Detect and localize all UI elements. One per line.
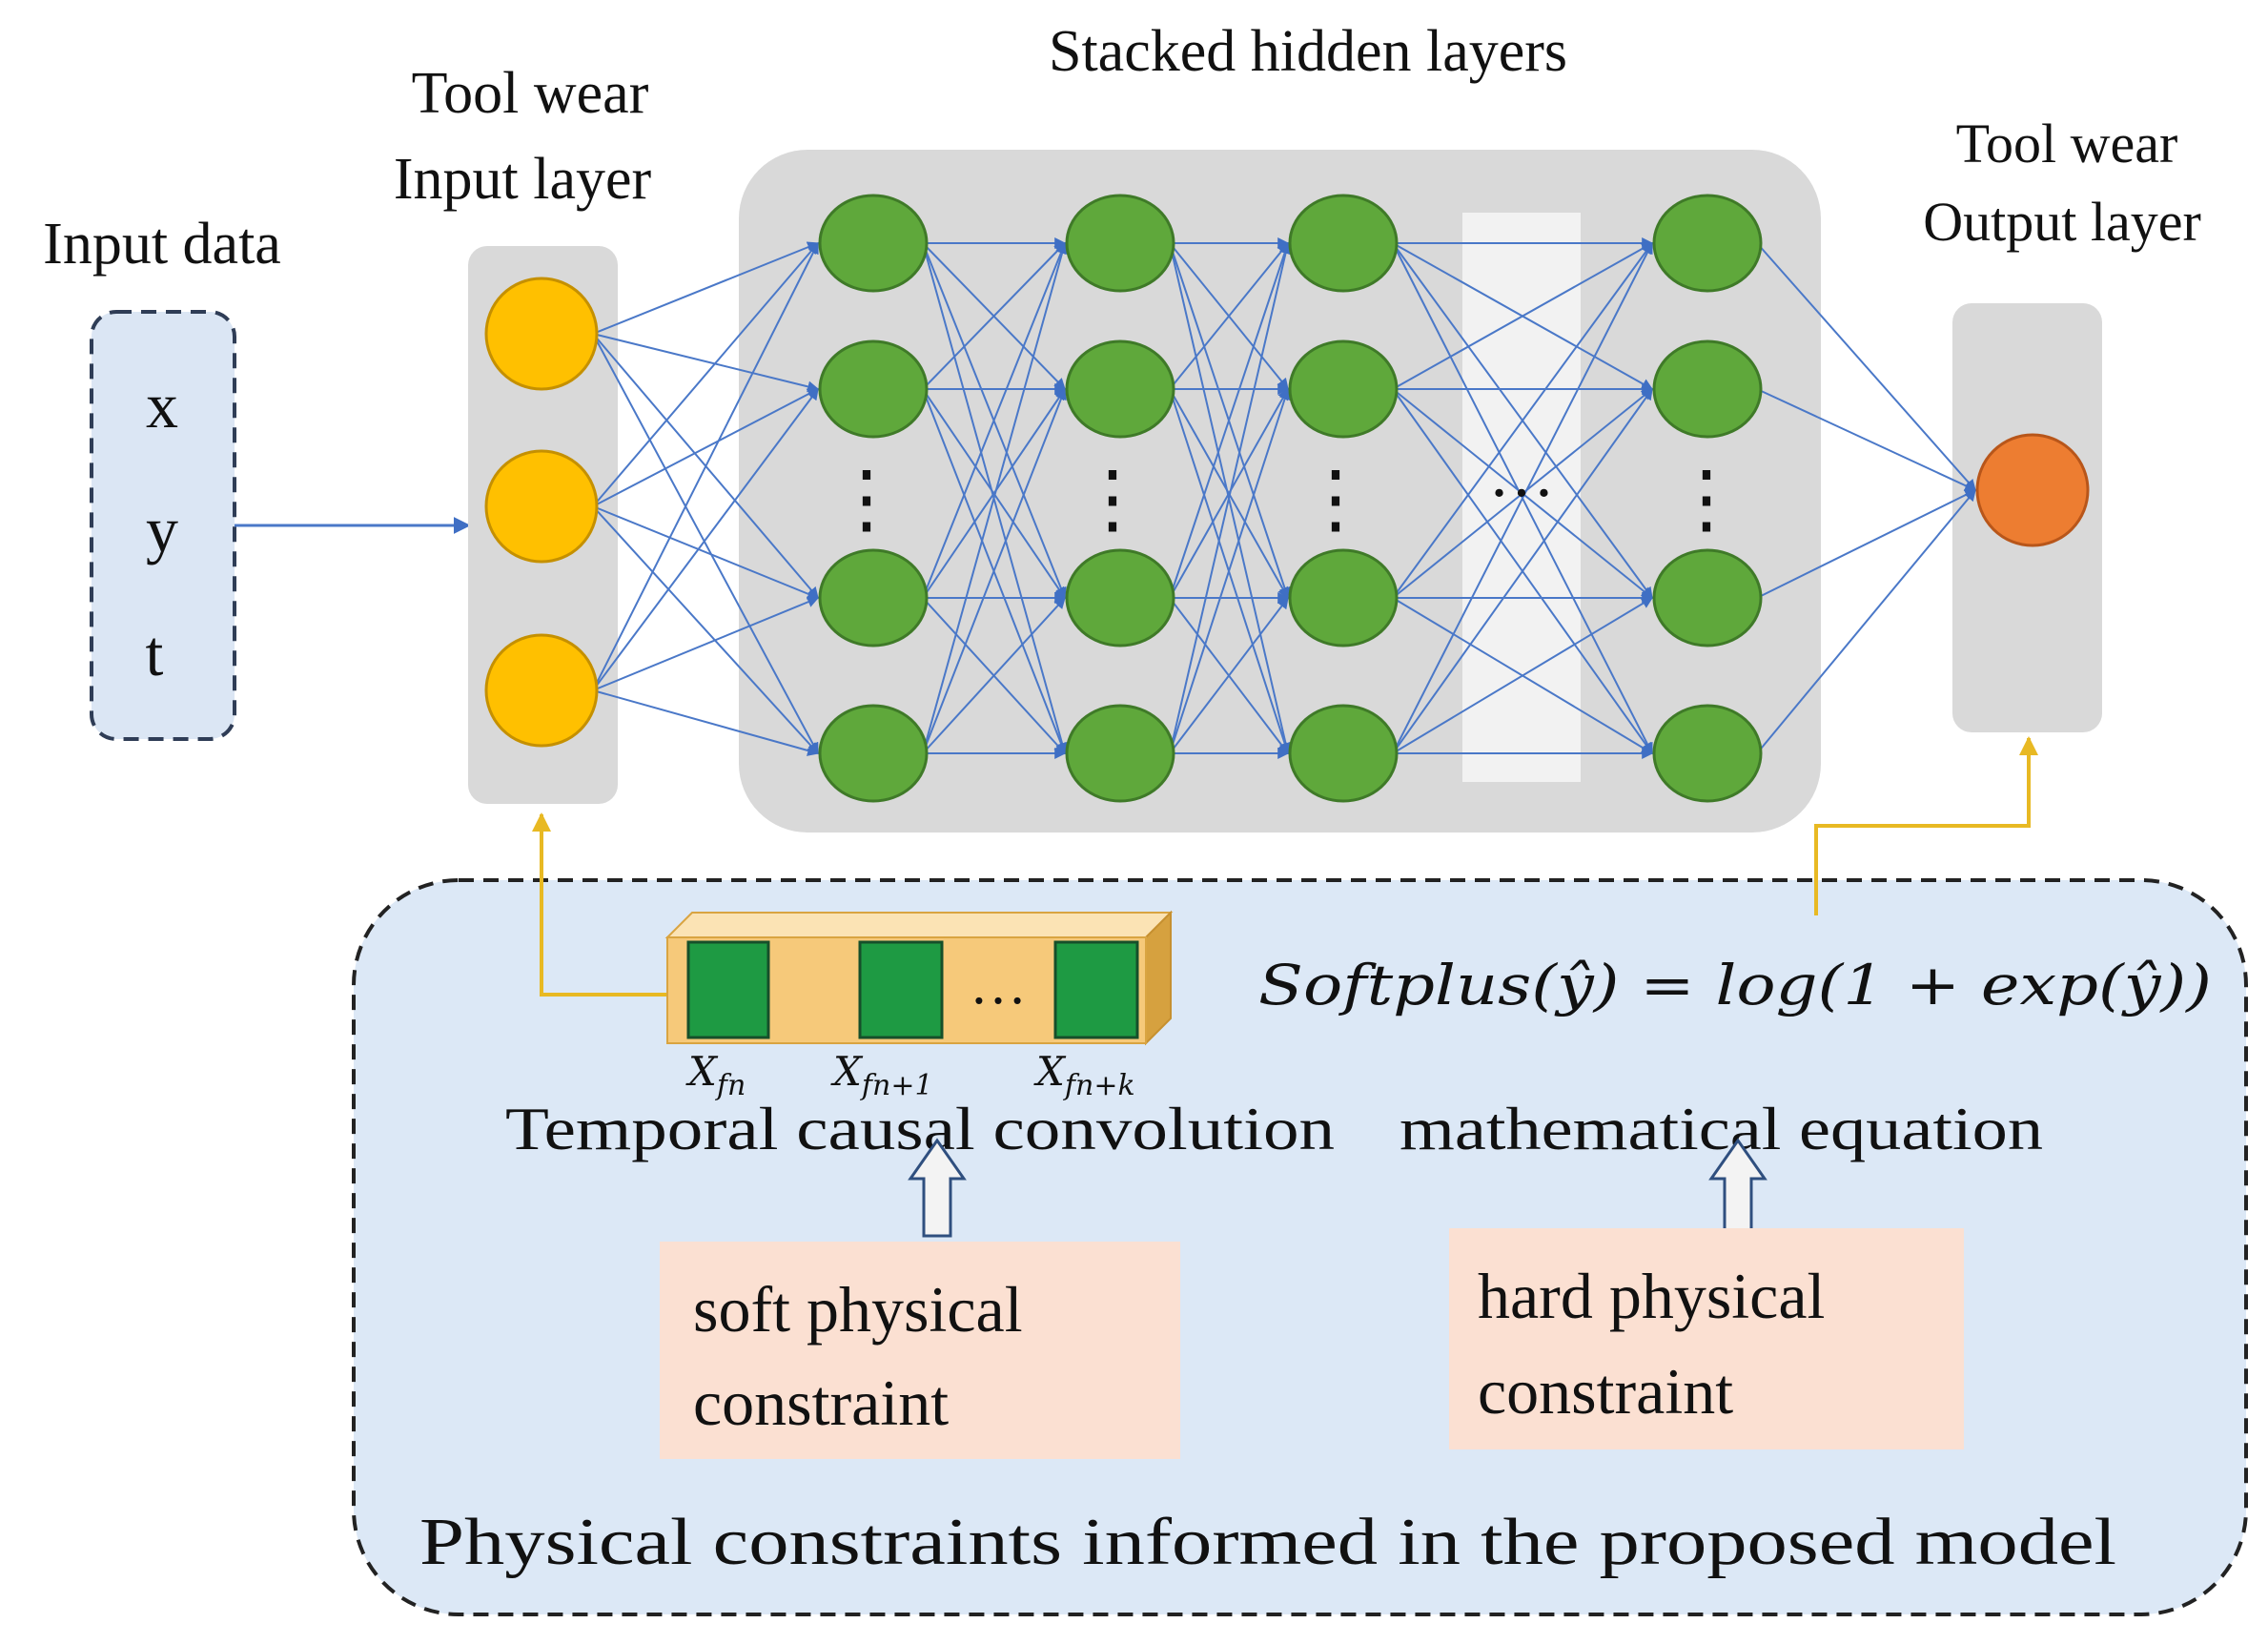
feature-label-2: Xfn+1 (830, 1048, 933, 1102)
connection-edge (1169, 387, 1291, 754)
temporal-conv-label: Temporal causal convolution (505, 1095, 1335, 1162)
input-layer-label-line1: Tool wear (412, 61, 649, 126)
input-data-box (90, 310, 236, 741)
connection-edge (1169, 387, 1289, 599)
hidden-node-layer-2 (1065, 704, 1175, 803)
constraints-panel-caption: Physical constraints informed in the pro… (419, 1506, 2116, 1579)
connection-edge (1392, 242, 1654, 390)
input-node (484, 449, 599, 564)
output-layer-label-line2: Output layer (1923, 191, 2201, 253)
connection-edge (922, 388, 1066, 599)
hidden-node-layer-4 (1652, 339, 1763, 439)
connection-edge (1392, 388, 1653, 754)
conv-feature-cell (858, 940, 944, 1039)
hidden-node-layer-2 (1065, 548, 1175, 647)
connection-edge (592, 241, 820, 335)
connection-edge (1756, 388, 1977, 491)
connection-edge (592, 505, 820, 600)
connection-edge (1392, 242, 1653, 599)
input-node (484, 277, 599, 391)
connection-edge (1169, 241, 1291, 599)
hidden-node-layer-4 (1652, 704, 1763, 803)
input-variable-y: y (146, 493, 178, 565)
hard-constraint-box (1449, 1228, 1964, 1449)
connection-edge (1756, 242, 1976, 491)
connection-edge (1169, 242, 1289, 390)
connection-edge (922, 597, 1066, 754)
hidden-layer-last-vdots: ⋮ (1668, 458, 1745, 542)
input-layer-label-line2: Input layer (394, 147, 652, 212)
input-variable-t: t (146, 617, 164, 689)
connection-edge (592, 596, 820, 691)
hidden-layers-title: Stacked hidden layers (1049, 19, 1567, 84)
soft-constraint-label-line2: constraint (693, 1367, 949, 1439)
connection-edge (592, 505, 819, 754)
conv-ellipsis: … (970, 953, 1027, 1016)
hidden-layer-1-vdots: ⋮ (828, 458, 905, 542)
feature-label-1: Xfn (685, 1048, 746, 1102)
hidden-node-layer-3 (1288, 704, 1399, 803)
hidden-node-layer-3 (1288, 194, 1399, 293)
hidden-node-layer-2 (1065, 194, 1175, 293)
hidden-node-layer-3 (1288, 339, 1399, 439)
hard-constraint-label-line1: hard physical (1478, 1260, 1825, 1332)
connection-edge (922, 241, 1068, 754)
connection-edge (922, 387, 1067, 754)
hidden-node-layer-1 (818, 548, 929, 647)
conv-feature-cell (1053, 940, 1139, 1039)
connection-edge (922, 242, 1066, 390)
hidden-node-layer-1 (818, 704, 929, 803)
connection-edge (1392, 388, 1653, 599)
softplus-equation: Softplus(ŷ) = log(1 + exp(ŷ)) (1258, 953, 2212, 1017)
connection-edge (1756, 489, 1976, 754)
connection-edge (592, 388, 819, 691)
connection-edge (592, 242, 819, 507)
hard-constraint-label-line2: constraint (1478, 1355, 1733, 1428)
connection-edge (592, 388, 820, 507)
conv-feature-cell (686, 940, 770, 1039)
input-data-label: Input data (43, 212, 281, 277)
equation-label: mathematical equation (1400, 1095, 2043, 1162)
hidden-node-layer-1 (818, 194, 929, 293)
connection-edge (1756, 489, 1977, 599)
hidden-node-layer-4 (1652, 548, 1763, 647)
hidden-layer-3-vdots: ⋮ (1297, 458, 1374, 542)
output-node (1975, 433, 2090, 547)
hidden-layers-ellipsis: … (1488, 438, 1555, 511)
conv-to-input-arrow (532, 812, 667, 997)
hidden-node-layer-2 (1065, 339, 1175, 439)
hidden-node-layer-3 (1288, 548, 1399, 647)
network-connections (592, 237, 1977, 759)
input-variable-x: x (146, 369, 178, 442)
input-node (484, 633, 599, 748)
connection-edge (922, 241, 1067, 599)
output-layer-label-line1: Tool wear (1956, 113, 2178, 175)
connection-edge (1169, 597, 1289, 754)
connection-edge (592, 333, 819, 755)
connection-edge (1169, 241, 1292, 754)
feature-label-3: Xfn+k (1033, 1048, 1135, 1102)
network-nodes (484, 194, 2090, 803)
connection-edge (592, 689, 820, 756)
hidden-node-layer-4 (1652, 194, 1763, 293)
soft-constraint-label-line1: soft physical (693, 1273, 1023, 1346)
connection-edge (592, 333, 820, 393)
connection-edge (592, 241, 819, 691)
connection-edge (1392, 241, 1653, 754)
hidden-layer-2-vdots: ⋮ (1074, 458, 1151, 542)
connection-edge (1392, 597, 1654, 754)
equation-to-output-arrow (1814, 736, 2038, 915)
soft-constraint-box (660, 1242, 1180, 1459)
hidden-node-layer-1 (818, 339, 929, 439)
soft-constraint-up-arrow (908, 1138, 967, 1238)
